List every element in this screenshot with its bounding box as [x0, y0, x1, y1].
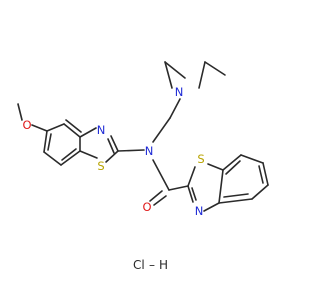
- bond: [222, 154, 242, 171]
- bond: [187, 166, 196, 187]
- bond: [153, 195, 167, 206]
- bond: [79, 150, 98, 159]
- bond: [43, 151, 62, 166]
- bond: [240, 154, 264, 164]
- bond: [60, 150, 81, 166]
- hydrogen-label: H: [159, 258, 168, 272]
- bond: [223, 193, 249, 198]
- chlorine-label: Cl: [133, 258, 145, 272]
- bond: [187, 185, 194, 203]
- bond: [65, 119, 82, 133]
- bond: [47, 133, 52, 151]
- amine-nitrogen-label: N: [175, 85, 184, 99]
- amide-nitrogen-label: N: [145, 144, 154, 158]
- bond: [204, 61, 226, 76]
- bond: [168, 185, 189, 191]
- salt-label: Cl – H: [133, 258, 168, 272]
- bond: [43, 130, 48, 153]
- bond: [105, 150, 119, 163]
- bond: [63, 123, 81, 138]
- bond: [203, 202, 220, 212]
- bond: [107, 138, 115, 154]
- bond: [79, 127, 97, 138]
- bond: [46, 123, 65, 132]
- salt-bond-dash: –: [149, 258, 155, 272]
- bond: [152, 117, 171, 143]
- bond: [164, 61, 173, 89]
- bond: [17, 103, 23, 121]
- right-thiazole-nitrogen-label: N: [195, 204, 204, 218]
- bond: [198, 61, 206, 89]
- bond: [191, 187, 197, 201]
- left-thiazole-nitrogen-label: N: [97, 123, 106, 137]
- methoxy-oxygen-label: O: [22, 118, 31, 132]
- bond: [31, 124, 48, 132]
- bond: [262, 162, 269, 186]
- right-thiazole-sulfur-label: S: [197, 152, 204, 166]
- bond: [152, 159, 170, 191]
- bond: [207, 163, 224, 171]
- left-thiazole-sulfur-label: S: [97, 159, 104, 173]
- bond: [164, 61, 186, 79]
- bond: [110, 135, 119, 152]
- bond: [169, 98, 181, 119]
- bond: [218, 198, 253, 204]
- carbonyl-oxygen-label: O: [142, 200, 151, 214]
- bond: [251, 184, 269, 200]
- structure-canvas: N N N S O O S N Cl – H: [17, 61, 269, 272]
- bond: [218, 169, 224, 204]
- bond: [225, 160, 241, 175]
- bond-lines: [17, 61, 269, 212]
- bond: [61, 148, 77, 161]
- molecule-structure: N N N S O O S N Cl – H: [17, 61, 269, 272]
- bond: [258, 165, 264, 184]
- bond: [117, 149, 145, 152]
- atom-labels: N N N S O O S N: [22, 85, 204, 218]
- bond: [149, 190, 163, 202]
